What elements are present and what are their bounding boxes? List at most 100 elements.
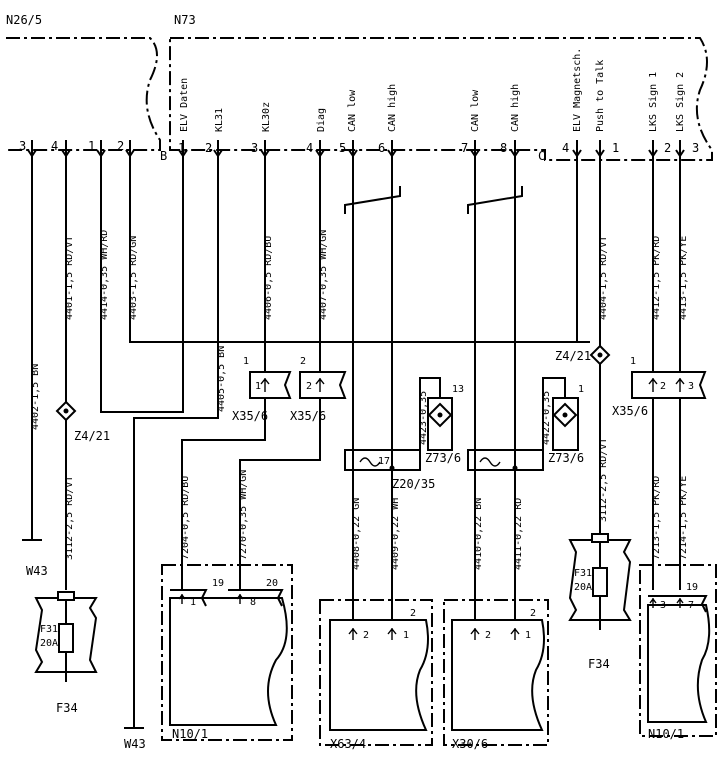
wire-paths: [22, 158, 681, 729]
module-n73: N73 B C ELV Daten KL31 KL30z Diag CAN lo…: [160, 13, 713, 163]
n73-pin: 4: [306, 141, 313, 155]
n73-pin: 3: [692, 141, 699, 155]
module-n26: N26/5 3 4 1 2: [6, 13, 161, 158]
wire-label: 4411-0,22 RD: [513, 498, 524, 570]
pin-label: 1: [190, 597, 196, 608]
wire-label: 4410-0,22 BN: [473, 498, 484, 570]
x35-a-label: X35/6: [232, 409, 268, 423]
wire-label: 7214-1,5 PK/YE: [678, 476, 689, 560]
n73-pin: 2: [205, 141, 212, 155]
fuse-name: F31: [40, 624, 58, 635]
wire-label: 4412-1,5 PK/RD: [651, 236, 662, 320]
wire-label: 4407-0,35 WH/GN: [318, 230, 329, 320]
pin-label: 19: [212, 578, 224, 589]
wire-label: 4423-0,35: [418, 391, 429, 445]
splice-z73-a: 13 Z73/6: [425, 384, 464, 465]
pin-label: 2: [300, 356, 306, 367]
connector-c-label: C: [538, 149, 545, 163]
f34-left-label: F34: [56, 701, 78, 715]
n26-pin: 2: [117, 139, 124, 153]
wire-label: 3112-2,5 RD/VT: [598, 438, 609, 522]
n73-pin: 8: [500, 141, 507, 155]
pin-label: 1: [525, 630, 531, 641]
pin-label: 1: [630, 356, 636, 367]
fuse-f34-left: F31 20A F34: [34, 591, 98, 715]
x35-b-label: X35/6: [290, 409, 326, 423]
signal-label: CAN high: [510, 84, 521, 132]
n73-pin: 1: [612, 141, 619, 155]
pin-label: 2: [660, 381, 666, 392]
pin-label: 20: [266, 578, 278, 589]
x63-label: X63/4: [330, 737, 366, 751]
splice-z4-right: Z4/21: [555, 344, 611, 366]
fuse-rating: 20A: [40, 638, 58, 649]
connector-x35-c: 2 3 1 X35/6: [612, 356, 707, 418]
connector-b-label: B: [160, 149, 167, 163]
pin-label: 2: [485, 630, 491, 641]
z20-label: Z20/35: [392, 477, 435, 491]
wire-label: 4414-0,35 WH/RD: [99, 230, 110, 320]
z73-b-label: Z73/6: [548, 451, 584, 465]
pin-label: 1: [578, 384, 584, 395]
n73-pin: 1: [178, 141, 185, 155]
pin-label: 2: [410, 608, 416, 619]
n73-pin: 6: [378, 141, 385, 155]
wire-label: 4401-1,5 RD/VT: [64, 236, 75, 320]
fuse-f34-right: F31 20A F34: [568, 533, 632, 671]
wire-label: 4408-0,22 GN: [351, 498, 362, 570]
pin-label: 2: [530, 608, 536, 619]
splice-z4-left: Z4/21: [55, 400, 110, 443]
pin-label: 1: [255, 381, 261, 392]
pin-label: 2: [363, 630, 369, 641]
n26-pin: 1: [88, 139, 95, 153]
x35-c-label: X35/6: [612, 404, 648, 418]
wire-label: 4409-0,22 WH: [390, 498, 401, 570]
w43-left-label: W43: [26, 564, 48, 578]
fuse-rating: 20A: [574, 582, 592, 593]
z4-right-label: Z4/21: [555, 349, 591, 363]
pin-label: 1: [243, 356, 249, 367]
connector-x35-b: 2 2 X35/6: [290, 356, 347, 423]
n73-pin: 3: [251, 141, 258, 155]
signal-label: CAN low: [347, 89, 358, 132]
pin-label: 13: [452, 384, 464, 395]
pin-label: 17: [378, 456, 390, 467]
signal-label: LKS Sign 1: [648, 72, 659, 132]
wire-label: 7213-1,5 PK/RD: [651, 476, 662, 560]
n73-label: N73: [174, 13, 196, 27]
z4-left-label: Z4/21: [74, 429, 110, 443]
wire-label: 4402-1,5 BN: [30, 364, 41, 430]
n73-pin: 5: [339, 141, 346, 155]
n26-pin: 4: [51, 139, 58, 153]
n10-right-label: N10/1: [648, 727, 684, 741]
signal-label: LKS Sign 2: [675, 72, 686, 132]
wire-label: 4404-1,5 RD/VT: [598, 236, 609, 320]
n73-pin: 4: [562, 141, 569, 155]
n10-left-label: N10/1: [172, 727, 208, 741]
z73-a-label: Z73/6: [425, 451, 461, 465]
splice-z73-b: 1 Z73/6: [548, 384, 584, 465]
pin-label: 8: [250, 597, 256, 608]
n26-pin: 3: [19, 139, 26, 153]
signal-label: CAN high: [387, 84, 398, 132]
wire-labels: 4402-1,5 BN 4401-1,5 RD/VT 4414-0,35 WH/…: [30, 230, 689, 570]
n73-pin: 7: [461, 141, 468, 155]
wire-label: 4403-1,5 RD/GN: [128, 236, 139, 320]
connector-x35-a: 1 1 X35/6: [232, 356, 292, 423]
signal-label: KL31: [214, 108, 225, 132]
pin-label: 3: [688, 381, 694, 392]
wire-label: 4405-0,5 BN: [216, 346, 227, 412]
signal-label: KL30z: [261, 102, 272, 132]
signal-label: Diag: [316, 108, 327, 132]
fuse-name: F31: [574, 568, 592, 579]
module-n10-right: 3 7 19 N10/1: [639, 564, 717, 741]
wire-label: 4422-0,35: [541, 391, 552, 445]
pin-label: 2: [306, 381, 312, 392]
signal-label: CAN low: [470, 89, 481, 132]
n26-label: N26/5: [6, 13, 42, 27]
wire-label: 4413-1,5 PK/YE: [678, 236, 689, 320]
f34-right-label: F34: [588, 657, 610, 671]
connector-x30: 2 1 2 X30/6: [443, 599, 549, 751]
